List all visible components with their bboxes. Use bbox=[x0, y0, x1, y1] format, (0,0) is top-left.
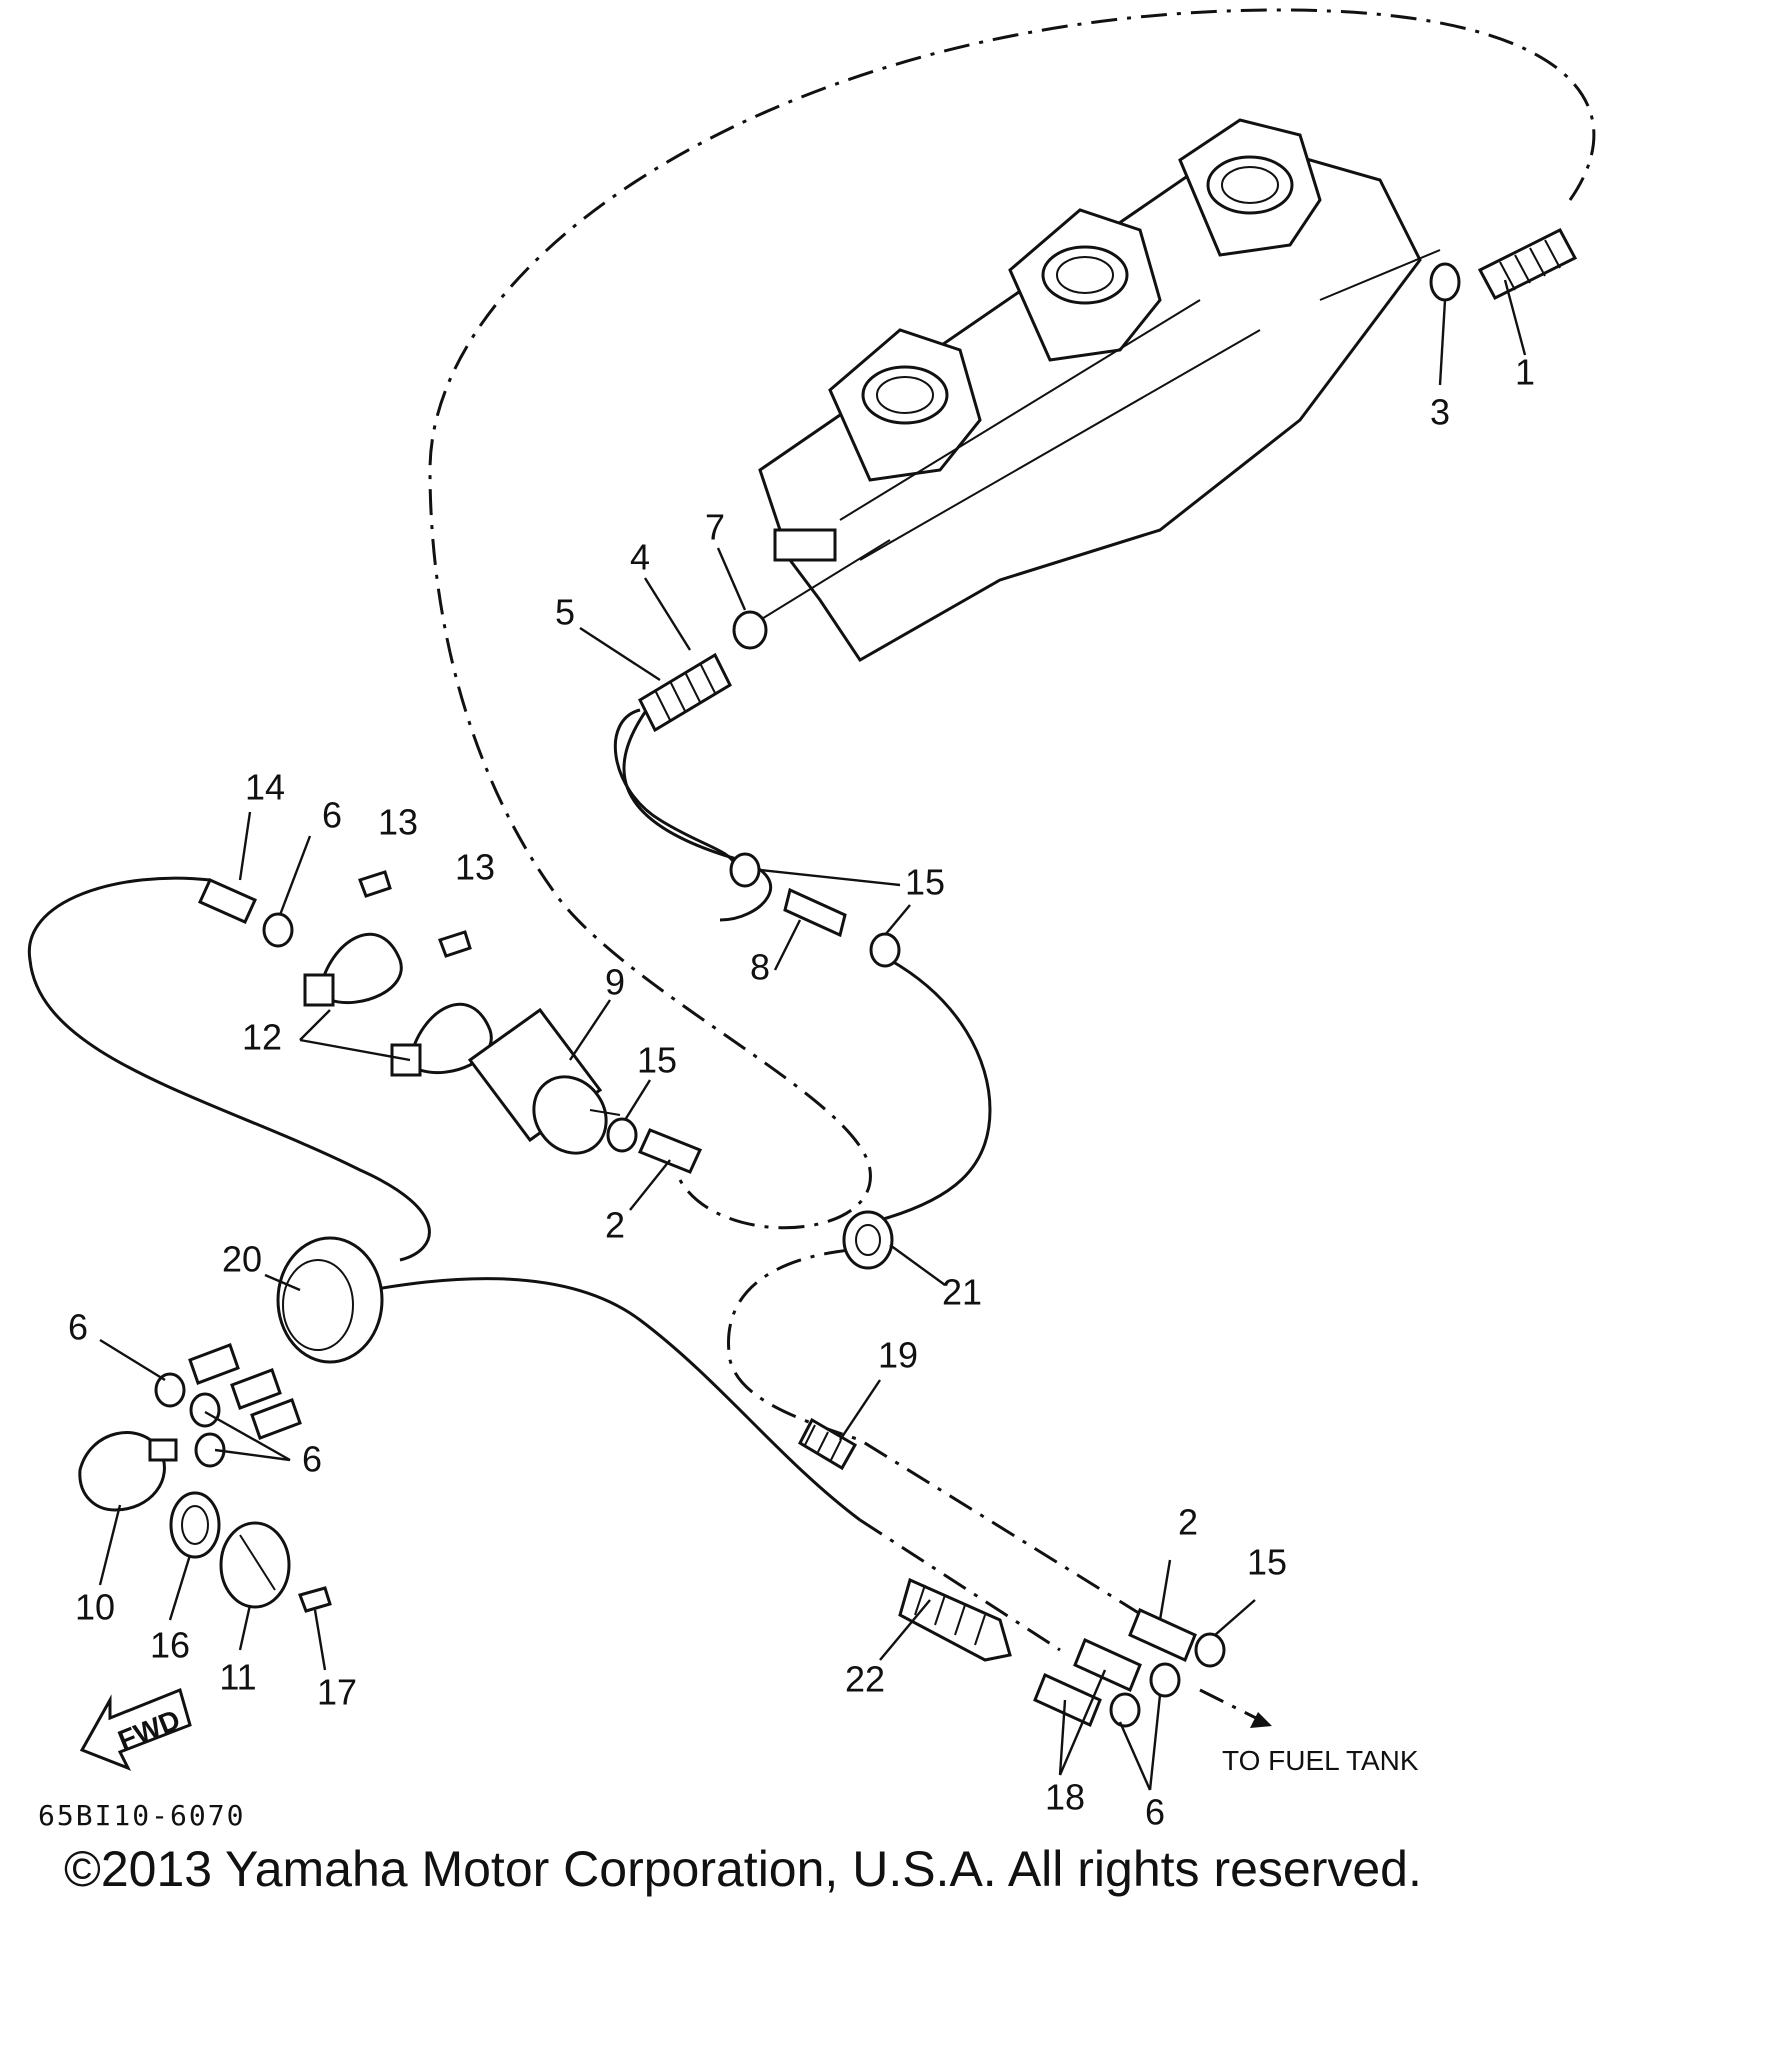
leader-lines bbox=[98, 279, 1527, 1791]
part-10-fuel-cock bbox=[78, 1431, 178, 1512]
callout-13-a: 13 bbox=[378, 802, 418, 843]
part-11-knob bbox=[219, 1521, 291, 1609]
part-4-5-hose-spring bbox=[638, 652, 732, 733]
part-12-brackets bbox=[303, 932, 493, 1077]
callout-1: 1 bbox=[1515, 352, 1535, 393]
hose-stub-c bbox=[250, 1398, 302, 1440]
callout-5: 5 bbox=[555, 592, 575, 633]
part-20-grommet bbox=[276, 1236, 384, 1364]
part-6-clip-lower-right-a bbox=[1149, 1662, 1181, 1698]
part-22-protector bbox=[898, 1577, 1012, 1662]
part-13-screw-a bbox=[358, 870, 392, 898]
callout-3: 3 bbox=[1430, 392, 1450, 433]
hose-line-top-loop bbox=[428, 8, 1596, 1230]
part-2-hose-middle bbox=[637, 1128, 703, 1174]
part-15-clip-middle bbox=[606, 1117, 638, 1153]
hose-stub-a bbox=[188, 1343, 240, 1385]
fwd-arrow-icon bbox=[79, 1687, 192, 1771]
part-21-grommet bbox=[842, 1210, 894, 1270]
callout-6-a: 6 bbox=[322, 795, 342, 836]
part-6-clip-lower-b bbox=[189, 1392, 221, 1428]
part-18-hose-a bbox=[1073, 1637, 1142, 1693]
part-13-screw-b bbox=[438, 930, 472, 958]
callout-6-b: 6 bbox=[68, 1307, 88, 1348]
callout-13-b: 13 bbox=[455, 847, 495, 888]
callout-14: 14 bbox=[245, 767, 285, 808]
part-15-clip-upper-a bbox=[729, 852, 761, 888]
hose-line-20-to-22 bbox=[369, 1277, 861, 1522]
callout-10: 10 bbox=[75, 1587, 115, 1628]
callout-16: 16 bbox=[150, 1625, 190, 1666]
callout-12: 12 bbox=[242, 1017, 282, 1058]
callout-15-c: 15 bbox=[1247, 1542, 1287, 1583]
copyright-notice: ©2013 Yamaha Motor Corporation, U.S.A. A… bbox=[64, 1841, 1422, 1897]
callout-4: 4 bbox=[630, 537, 650, 578]
part-6-clip-lower-a bbox=[154, 1372, 186, 1408]
to-fuel-tank-label: TO FUEL TANK bbox=[1222, 1745, 1419, 1776]
callout-15-b: 15 bbox=[637, 1040, 677, 1081]
part-15-clip-upper-b bbox=[869, 932, 901, 968]
callout-19: 19 bbox=[878, 1335, 918, 1376]
callout-22: 22 bbox=[845, 1659, 885, 1700]
hose-line-5-to-8 bbox=[613, 708, 737, 866]
part-3-clip bbox=[1429, 262, 1461, 302]
hose-line-return bbox=[622, 704, 773, 922]
callout-21: 21 bbox=[942, 1272, 982, 1313]
part-6-clip-upper bbox=[262, 912, 294, 948]
callout-17: 17 bbox=[317, 1672, 357, 1713]
part-17-screw bbox=[298, 1586, 332, 1613]
hose-line-21-to-tank bbox=[727, 1248, 1151, 1622]
hose-line-8-to-21 bbox=[879, 958, 992, 1222]
callout-8: 8 bbox=[750, 947, 770, 988]
part-16-ring bbox=[169, 1491, 221, 1559]
part-1-hose-spring bbox=[1477, 228, 1578, 300]
part-6-clip-lower-right-b bbox=[1109, 1692, 1141, 1728]
hose-line-22-to-tank bbox=[859, 1518, 1061, 1652]
callout-2-b: 2 bbox=[1178, 1502, 1198, 1543]
part-14-hose bbox=[198, 878, 257, 924]
carburetor-assembly bbox=[758, 118, 1441, 662]
hose-line-left-loop bbox=[27, 876, 431, 1262]
to-fuel-tank-arrow bbox=[1199, 1688, 1272, 1728]
callout-6-d: 6 bbox=[1145, 1792, 1165, 1833]
callout-11: 11 bbox=[219, 1657, 256, 1698]
part-2-hose-lower bbox=[1128, 1607, 1197, 1663]
part-18-hose-b bbox=[1033, 1672, 1102, 1728]
callout-7: 7 bbox=[705, 507, 725, 548]
diagram-code: 65BI10-6070 bbox=[38, 1799, 245, 1832]
part-15-clip-lower bbox=[1194, 1632, 1226, 1668]
callout-20: 20 bbox=[222, 1239, 262, 1280]
part-7-clip bbox=[732, 610, 768, 650]
callout-2-a: 2 bbox=[605, 1205, 625, 1246]
part-8-fitting bbox=[783, 887, 847, 938]
callout-15-a: 15 bbox=[905, 862, 945, 903]
callout-9: 9 bbox=[605, 962, 625, 1003]
part-9-fuel-filter bbox=[467, 1007, 621, 1155]
callout-6-c: 6 bbox=[302, 1439, 322, 1480]
hose-stub-b bbox=[230, 1368, 282, 1410]
part-19-spring bbox=[798, 1417, 858, 1471]
callout-18: 18 bbox=[1045, 1777, 1085, 1818]
